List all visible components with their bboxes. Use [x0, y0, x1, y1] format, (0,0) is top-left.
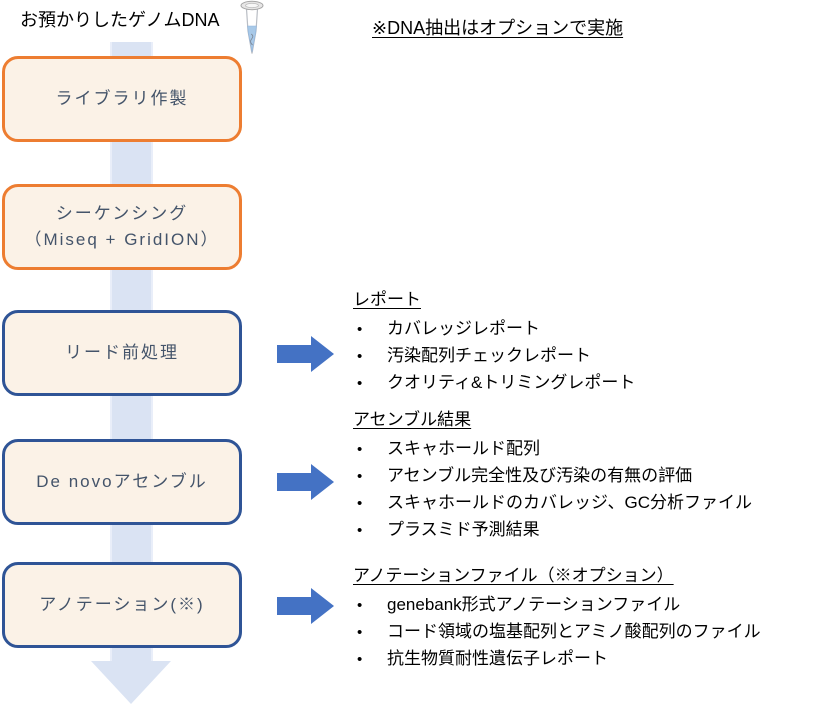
step-sequencing: シーケンシング （Miseq + GridION） [2, 184, 242, 270]
step-annotation: アノテーション(※) [2, 562, 242, 648]
output-block-annotation-files: アノテーションファイル（※オプション） genebank形式アノテーションファイ… [353, 564, 761, 673]
list-item: 汚染配列チェックレポート [353, 343, 635, 370]
list-item-label: プラスミド予測結果 [387, 520, 540, 539]
list-item-label: コード領域の塩基配列とアミノ酸配列のファイル [387, 622, 761, 641]
bullet-icon [353, 646, 387, 673]
bullet-icon [353, 343, 387, 370]
step-read-preprocessing: リード前処理 [2, 310, 242, 396]
bullet-icon [353, 370, 387, 397]
sample-dna-label: お預かりしたゲノムDNA [20, 10, 220, 30]
list-item: プラスミド予測結果 [353, 517, 752, 544]
list-item: アセンブル完全性及び汚染の有無の評価 [353, 463, 752, 490]
list-item-label: スキャホールド配列 [387, 439, 540, 458]
output-title: レポート [353, 290, 421, 309]
list-item: スキャホールドのカバレッジ、GC分析ファイル [353, 490, 752, 517]
output-block-reports: レポート カバレッジレポート 汚染配列チェックレポート クオリティ&トリミングレ… [353, 288, 635, 397]
bullet-icon [353, 517, 387, 544]
list-item: genebank形式アノテーションファイル [353, 592, 761, 619]
output-title: アノテーションファイル（※オプション） [353, 566, 674, 585]
bullet-icon [353, 490, 387, 517]
dna-sample-tube-icon [237, 0, 267, 63]
list-item-label: genebank形式アノテーションファイル [387, 595, 681, 614]
output-title: アセンブル結果 [353, 410, 472, 429]
list-item: クオリティ&トリミングレポート [353, 370, 635, 397]
list-item: 抗生物質耐性遺伝子レポート [353, 646, 761, 673]
list-item-label: アセンブル完全性及び汚染の有無の評価 [387, 466, 693, 485]
dna-extraction-note: ※DNA抽出はオプションで実施 [372, 18, 624, 38]
bullet-icon [353, 463, 387, 490]
bullet-icon [353, 316, 387, 343]
bullet-icon [353, 619, 387, 646]
right-block-arrow-icon [277, 588, 334, 624]
right-block-arrow-icon [277, 464, 334, 500]
list-item-label: クオリティ&トリミングレポート [387, 373, 636, 392]
bullet-icon [353, 436, 387, 463]
bullet-icon [353, 592, 387, 619]
list-item-label: スキャホールドのカバレッジ、GC分析ファイル [387, 493, 752, 512]
list-item: カバレッジレポート [353, 316, 635, 343]
list-item: スキャホールド配列 [353, 436, 752, 463]
list-item-label: カバレッジレポート [387, 319, 540, 338]
list-item-label: 抗生物質耐性遺伝子レポート [387, 649, 608, 668]
step-library-prep: ライブラリ作製 [2, 56, 242, 142]
flow-arrowhead-icon [91, 661, 171, 704]
output-block-assembly-results: アセンブル結果 スキャホールド配列 アセンブル完全性及び汚染の有無の評価 スキャ… [353, 408, 752, 544]
list-item: コード領域の塩基配列とアミノ酸配列のファイル [353, 619, 761, 646]
list-item-label: 汚染配列チェックレポート [387, 346, 591, 365]
right-block-arrow-icon [277, 336, 334, 372]
step-denovo-assembly: De novoアセンブル [2, 439, 242, 525]
